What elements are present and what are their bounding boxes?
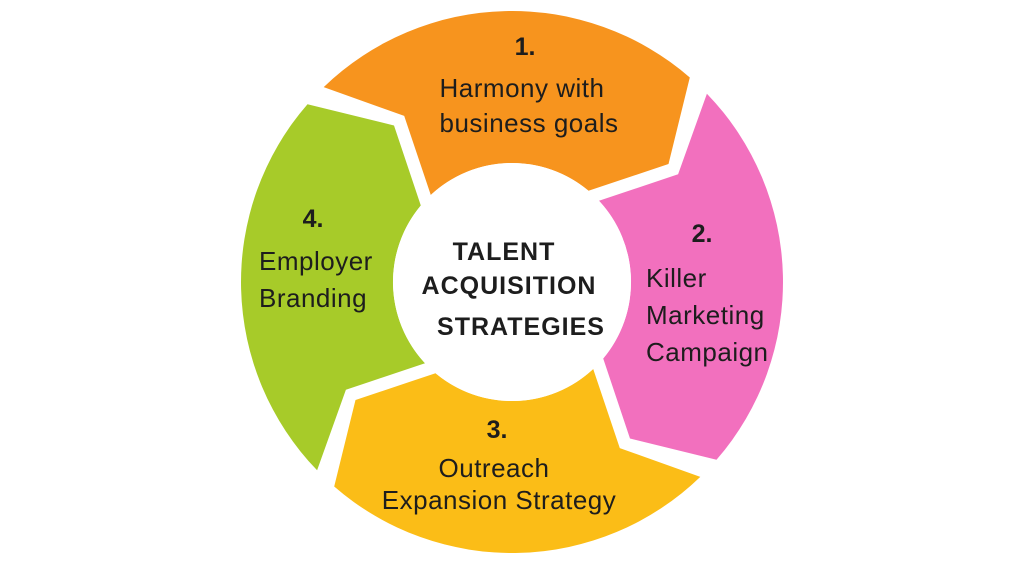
segment-3-label-line-1: Outreach	[439, 453, 550, 483]
segment-4-number: 4.	[303, 205, 324, 233]
center-title-line-3: STRATEGIES	[437, 313, 605, 341]
segment-1-label-line-2: business goals	[440, 108, 619, 138]
center-title-line-2: ACQUISITION	[422, 272, 597, 300]
segment-2-label-line-3: Campaign	[646, 337, 769, 367]
segment-4-label-line-1: Employer	[259, 246, 373, 276]
segment-3-arrow-shape	[334, 369, 701, 553]
center-title-line-1: TALENT	[453, 238, 556, 266]
center-circle-shape	[393, 163, 631, 401]
segment-4-branding: 4. Employer Branding	[241, 104, 425, 471]
segment-2-label-line-2: Marketing	[646, 300, 765, 330]
segment-2-arrow-shape	[599, 93, 783, 460]
segment-3-number: 3.	[487, 416, 508, 444]
segment-2-number: 2.	[692, 220, 713, 248]
segment-1-number: 1.	[515, 33, 536, 61]
segment-3-outreach: 3. Outreach Expansion Strategy	[334, 369, 701, 553]
segment-1-arrow-shape	[323, 11, 690, 196]
segment-2-marketing: 2. Killer Marketing Campaign	[599, 93, 783, 460]
segment-2-label-line-1: Killer	[646, 263, 707, 293]
center-title-circle: TALENT ACQUISITION STRATEGIES	[393, 163, 631, 401]
segment-3-label-line-2: Expansion Strategy	[382, 485, 616, 515]
segment-4-label-line-2: Branding	[259, 283, 367, 313]
segment-1-harmony: 1. Harmony with business goals	[323, 11, 690, 196]
segment-1-label-line-1: Harmony with	[440, 73, 605, 103]
segment-4-arrow-shape	[241, 104, 425, 471]
